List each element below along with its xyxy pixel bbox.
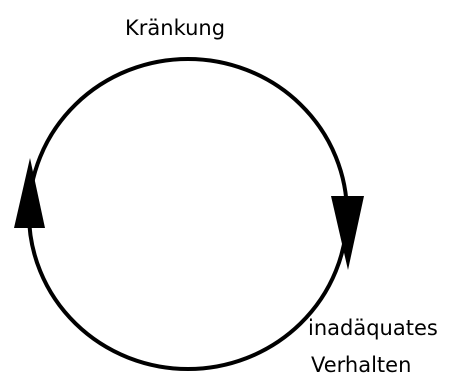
label-verhalten: Verhalten	[311, 353, 412, 377]
cycle-circle	[27, 57, 349, 371]
label-inadaequates: inadäquates	[308, 316, 438, 340]
arrow-down-right	[331, 196, 364, 270]
label-kraenkung: Kränkung	[125, 16, 226, 40]
arrow-up-left	[14, 158, 45, 228]
